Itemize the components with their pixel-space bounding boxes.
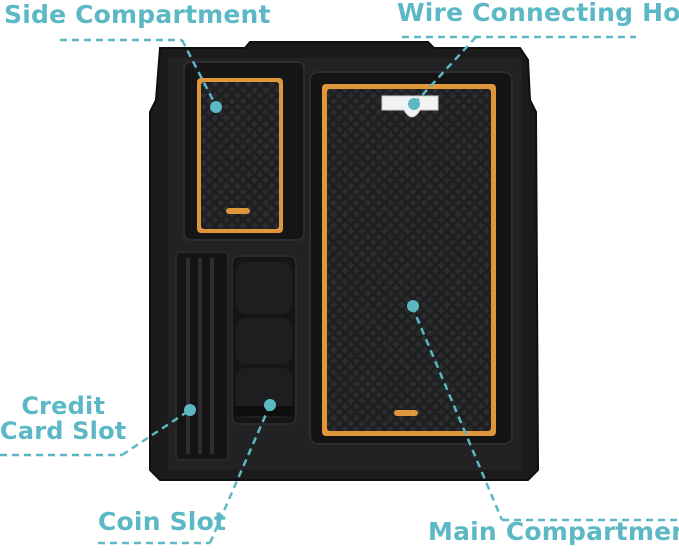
coin-slot — [231, 255, 297, 425]
leader-lines — [0, 35, 679, 545]
credit-card-slot — [175, 251, 229, 461]
side-compartment — [183, 61, 305, 241]
main-compartment — [309, 71, 513, 445]
wire-connecting-hole-label: Wire Connecting Hole — [397, 0, 679, 27]
credit-card-slot-label-line2: Card Slot — [0, 417, 127, 446]
credit-card-slot-label-line1: Credit — [21, 392, 106, 420]
coin-slot-label: Coin Slot — [98, 507, 227, 536]
main-compartment-label: Main Compartment — [428, 517, 679, 546]
callout-dots — [184, 98, 420, 416]
side-compartment-label: Side Compartment — [4, 0, 271, 29]
credit-card-slot-label: Credit Card Slot — [0, 392, 127, 446]
